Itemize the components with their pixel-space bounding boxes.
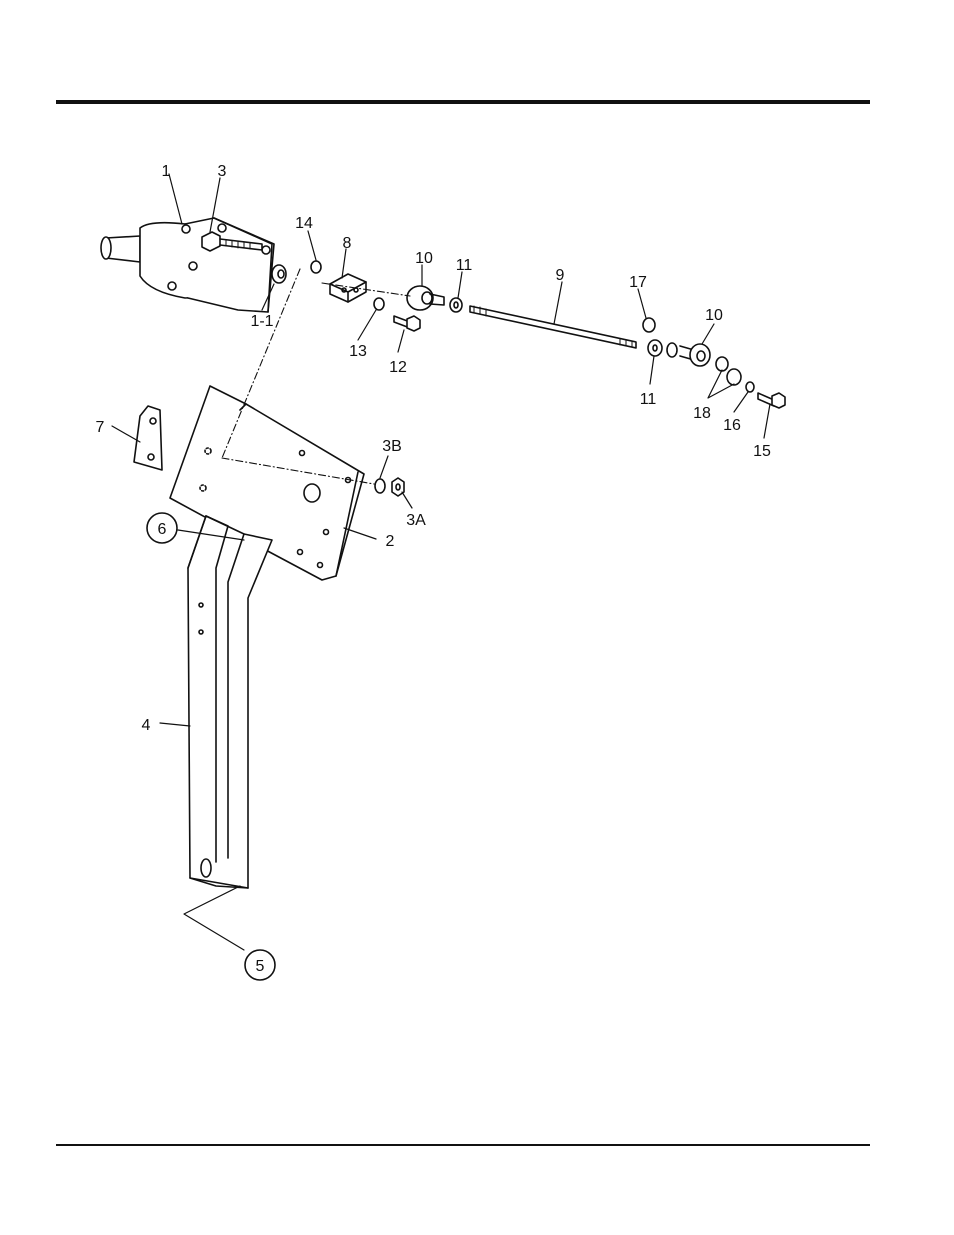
leader-10b	[702, 324, 714, 344]
part-15-bolt	[758, 393, 785, 408]
leader-16	[734, 392, 748, 412]
part-16-washer	[746, 382, 754, 392]
label-11-right: 11	[640, 391, 657, 408]
leader-5	[184, 886, 244, 950]
label-3b: 3B	[382, 438, 402, 455]
part-17-nut	[643, 318, 655, 332]
label-10-left: 10	[415, 250, 433, 267]
part-7-plate	[134, 406, 162, 470]
label-10-right: 10	[705, 307, 723, 324]
leader-13	[358, 310, 376, 340]
label-8: 8	[343, 235, 352, 252]
leader-7	[112, 426, 140, 442]
label-14: 14	[295, 215, 313, 232]
label-7: 7	[96, 419, 105, 436]
label-2: 2	[386, 533, 395, 550]
part-9-rod	[470, 306, 636, 348]
part-1-1-spacer	[272, 265, 286, 283]
label-17: 17	[629, 274, 647, 291]
part-1-cylinder	[101, 218, 274, 312]
part-3b-washer	[375, 479, 385, 493]
label-11-left: 11	[456, 257, 473, 274]
leader-2	[344, 528, 376, 539]
part-10-ball-joint-left	[407, 286, 444, 310]
part-12-bolt	[394, 316, 420, 331]
label-16: 16	[723, 417, 741, 434]
part-4-pedal-arm	[188, 516, 272, 888]
part-18-bushings	[716, 357, 741, 385]
label-1: 1	[162, 163, 171, 180]
part-14-nut	[311, 261, 321, 273]
part-13-washer	[374, 298, 384, 310]
label-9: 9	[556, 267, 565, 284]
leader-17	[638, 289, 646, 318]
label-5: 5	[256, 958, 265, 975]
label-1-1: 1-1	[250, 313, 273, 330]
leader-8	[342, 249, 346, 278]
leader-1	[169, 174, 182, 224]
leader-3b	[380, 456, 388, 478]
label-13: 13	[349, 343, 367, 360]
label-6: 6	[158, 521, 167, 538]
part-11-nut-right	[648, 340, 662, 356]
leader-4	[160, 723, 190, 726]
leader-12	[398, 330, 404, 352]
leader-11b	[650, 356, 654, 384]
part-8-clamp	[330, 274, 366, 302]
label-15: 15	[753, 443, 771, 460]
label-3: 3	[218, 163, 227, 180]
label-4: 4	[142, 717, 151, 734]
label-3a: 3A	[406, 512, 426, 529]
part-11-nut-left	[450, 298, 462, 312]
label-18: 18	[693, 405, 711, 422]
leader-15	[764, 404, 770, 438]
label-12: 12	[389, 359, 407, 376]
leader-14	[308, 231, 316, 260]
leader-11a	[458, 272, 462, 298]
leader-9	[554, 282, 562, 324]
part-10-ball-joint-right	[667, 343, 710, 366]
leader-3a	[402, 492, 412, 508]
